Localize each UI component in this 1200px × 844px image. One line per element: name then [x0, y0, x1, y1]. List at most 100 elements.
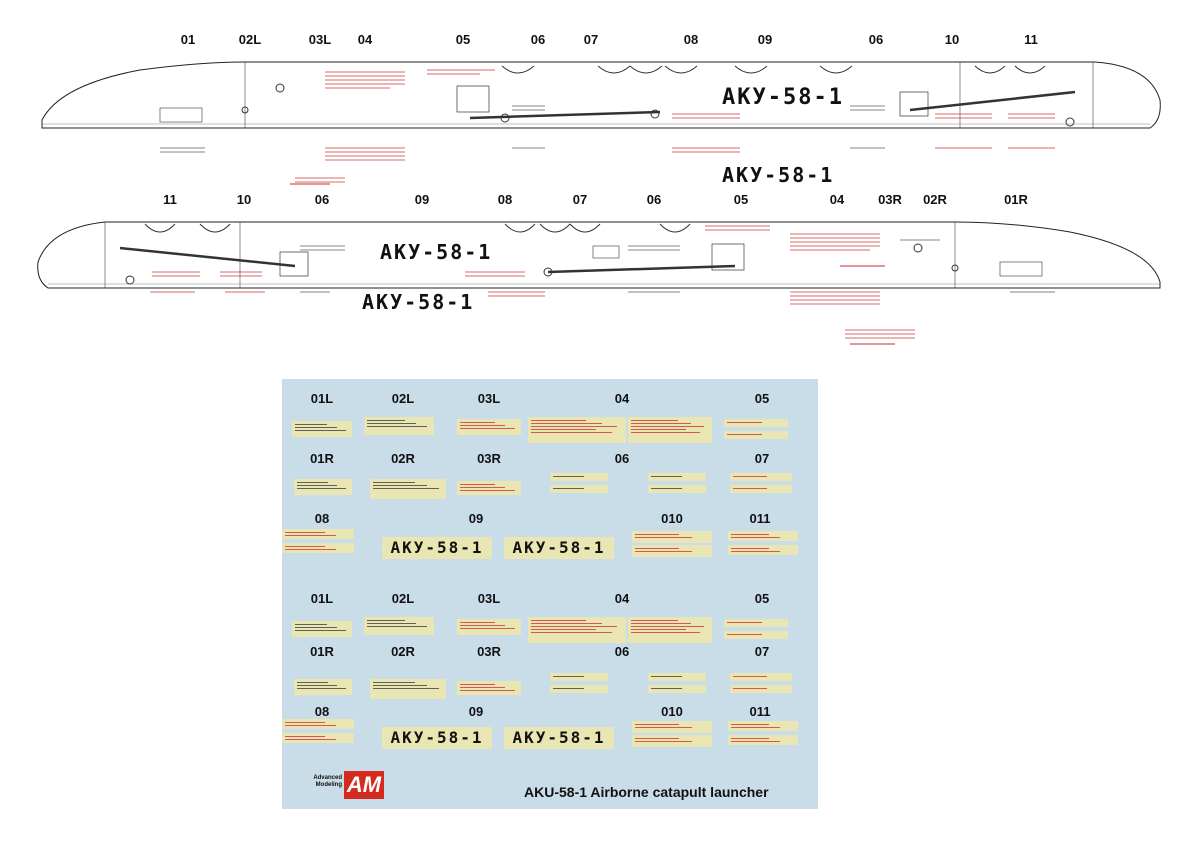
decal-block: [632, 721, 712, 733]
bottom-callout-label: 04: [829, 192, 845, 207]
bottom-callout-label: 09: [414, 192, 430, 207]
top-callout-label: 02L: [238, 32, 262, 47]
decal-block: [628, 617, 712, 643]
warning-annotations: [150, 69, 1055, 345]
decal-block: [550, 473, 608, 481]
decal-number-label: 02L: [391, 391, 415, 406]
decal-block: [632, 545, 712, 557]
decal-block: [728, 721, 798, 731]
decal-block: [628, 417, 712, 443]
decal-number-label: 04: [614, 591, 630, 606]
decal-block: [370, 479, 446, 499]
decal-number-label: 01R: [310, 451, 334, 466]
decal-block: [730, 485, 792, 493]
decal-block: [364, 417, 434, 435]
decal-number-label: 07: [754, 451, 770, 466]
decal-block: [724, 619, 788, 627]
decal-block: [728, 545, 798, 555]
decal-block: [648, 473, 706, 481]
decal-block: [728, 735, 798, 745]
decal-number-label: 010: [661, 511, 683, 526]
top-callout-label: 06: [530, 32, 546, 47]
top-stencil-below: АКУ-58-1: [722, 163, 835, 187]
decal-block: [292, 621, 352, 637]
advanced-modeling-logo: Advanced Modeling AM: [300, 771, 390, 803]
bottom-stencil-main: АКУ-58-1: [380, 240, 493, 264]
decal-number-label: 02R: [391, 451, 415, 466]
decal-block: [282, 529, 354, 539]
decal-block: [294, 479, 352, 495]
stencil-decal: АКУ-58-1: [382, 537, 492, 559]
decal-number-label: 09: [468, 511, 484, 526]
decal-number-label: 07: [754, 644, 770, 659]
bottom-callout-label: 11: [163, 192, 177, 207]
logo-text: Advanced Modeling: [313, 775, 342, 788]
decal-number-label: 02L: [391, 591, 415, 606]
decal-number-label: 06: [614, 451, 630, 466]
launcher-side-view-top: [41, 61, 1161, 129]
decal-block: [294, 679, 352, 695]
top-callout-label: 06: [868, 32, 884, 47]
decal-number-label: 01R: [310, 644, 334, 659]
decal-number-label: 03L: [477, 391, 501, 406]
decal-block: [728, 531, 798, 541]
top-callout-label: 07: [583, 32, 599, 47]
decal-block: [550, 673, 608, 681]
decal-block: [550, 485, 608, 493]
top-callout-label: 03L: [308, 32, 332, 47]
decal-block: [648, 685, 706, 693]
decal-number-label: 09: [468, 704, 484, 719]
decal-block: [370, 679, 446, 699]
top-callout-label: 10: [944, 32, 960, 47]
decal-number-label: 05: [754, 591, 770, 606]
decal-block: [364, 617, 434, 635]
decal-block: [282, 719, 354, 729]
bottom-callout-label: 01R: [1004, 192, 1028, 207]
decal-number-label: 011: [749, 511, 771, 526]
decal-block: [457, 619, 521, 635]
decal-block: [457, 481, 521, 495]
sheet-caption: AKU-58-1 Airborne catapult launcher: [524, 784, 769, 800]
decal-number-label: 03L: [477, 591, 501, 606]
stencil-decal: АКУ-58-1: [504, 727, 614, 749]
decal-number-label: 04: [614, 391, 630, 406]
top-callout-label: 05: [455, 32, 471, 47]
decal-block: [730, 685, 792, 693]
decal-number-label: 011: [749, 704, 771, 719]
decal-number-label: 03R: [477, 451, 501, 466]
decal-block: [528, 617, 626, 643]
top-callout-label: 11: [1024, 32, 1038, 47]
bottom-callout-label: 08: [497, 192, 513, 207]
logo-mark: AM: [344, 771, 384, 799]
top-callout-label: 04: [357, 32, 373, 47]
decal-block: [282, 543, 354, 553]
decal-block: [457, 419, 521, 435]
decal-block: [632, 735, 712, 747]
decal-number-label: 01L: [310, 591, 334, 606]
bottom-stencil-below: АКУ-58-1: [362, 290, 475, 314]
decal-block: [282, 733, 354, 743]
bottom-callout-label: 06: [646, 192, 662, 207]
decal-number-label: 03R: [477, 644, 501, 659]
bottom-callout-label: 07: [572, 192, 588, 207]
bottom-callout-label: 03R: [878, 192, 902, 207]
decal-block: [528, 417, 626, 443]
decal-block: [724, 631, 788, 639]
decal-block: [457, 681, 521, 695]
top-callout-label: 09: [757, 32, 773, 47]
decal-block: [648, 485, 706, 493]
decal-number-label: 010: [661, 704, 683, 719]
top-callout-label: 08: [683, 32, 699, 47]
decal-block: [648, 673, 706, 681]
decal-block: [724, 419, 788, 427]
decal-block: [724, 431, 788, 439]
bottom-callout-label: 10: [236, 192, 252, 207]
decal-block: [730, 673, 792, 681]
stencil-decal: АКУ-58-1: [504, 537, 614, 559]
decal-number-label: 06: [614, 644, 630, 659]
decal-number-label: 05: [754, 391, 770, 406]
decal-block: [292, 421, 352, 437]
top-callout-label: 01: [180, 32, 196, 47]
decal-number-label: 08: [314, 511, 330, 526]
